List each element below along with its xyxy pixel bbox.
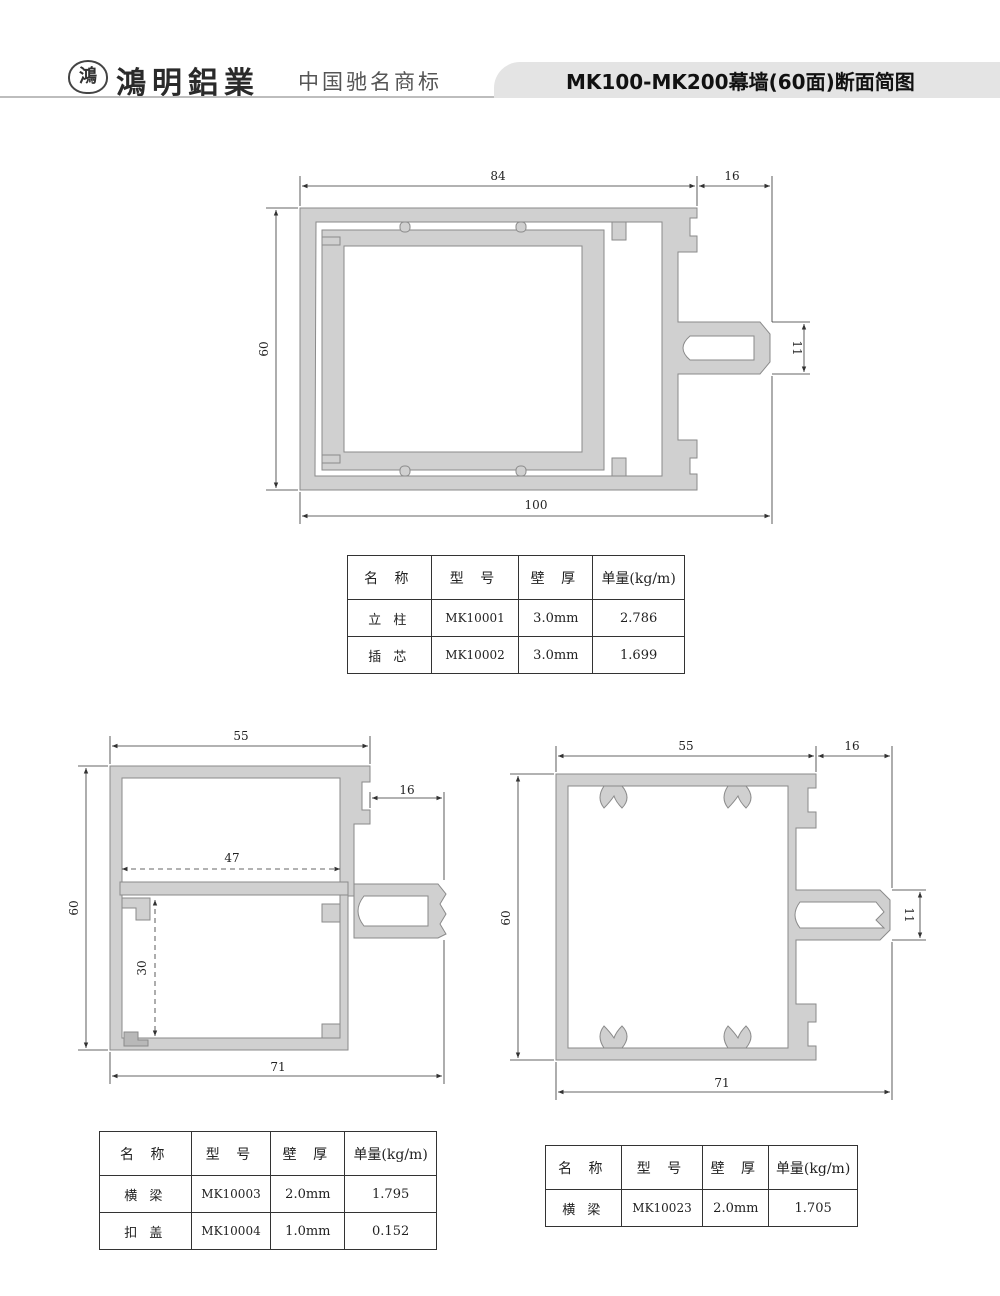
- dim-60: 60: [257, 341, 271, 356]
- header-thickness: 壁 厚: [702, 1145, 770, 1190]
- dim-55: 55: [233, 729, 248, 743]
- cell-thickness: 3.0mm: [518, 636, 594, 674]
- header-name: 名 称: [99, 1131, 192, 1176]
- dim-16: 16: [399, 783, 414, 797]
- header-weight: 单量(kg/m): [592, 555, 685, 600]
- header-name: 名 称: [347, 555, 432, 600]
- dimensions-profile-2: [78, 736, 445, 1084]
- dim-30: 30: [135, 960, 149, 975]
- cell-model: MK10023: [620, 1189, 704, 1227]
- dim-60: 60: [67, 900, 81, 915]
- dim-47: 47: [224, 851, 239, 865]
- cell-weight: 1.705: [768, 1189, 858, 1227]
- cell-thickness: 2.0mm: [270, 1175, 346, 1213]
- cell-name: 横 梁: [99, 1175, 192, 1213]
- cell-thickness: 2.0mm: [702, 1189, 770, 1227]
- table-row: 横 梁 MK10023 2.0mm 1.705: [545, 1189, 858, 1227]
- dimensions-profile-1: [266, 176, 810, 524]
- cell-thickness: 1.0mm: [270, 1212, 346, 1250]
- cell-name: 横 梁: [545, 1189, 622, 1227]
- dim-16: 16: [724, 169, 739, 183]
- cell-model: MK10002: [430, 636, 520, 674]
- spec-table-3: 名 称 型 号 壁 厚 单量(kg/m) 横 梁 MK10023 2.0mm 1…: [545, 1145, 858, 1227]
- cell-model: MK10003: [190, 1175, 272, 1213]
- dim-11: 11: [790, 340, 804, 355]
- cell-name: 插 芯: [347, 636, 432, 674]
- company-logo-icon: 鴻: [68, 60, 108, 94]
- title-tab: [494, 62, 1000, 98]
- dimensions-profile-3: [510, 746, 926, 1100]
- dim-11: 11: [902, 907, 916, 922]
- dim-71: 71: [714, 1076, 729, 1090]
- table-row: 扣 盖 MK10004 1.0mm 0.152: [99, 1212, 437, 1250]
- cell-weight: 0.152: [344, 1212, 437, 1250]
- cell-name: 扣 盖: [99, 1212, 192, 1250]
- dim-84: 84: [490, 169, 506, 183]
- dim-71: 71: [270, 1060, 285, 1074]
- table-row: 立 柱 MK10001 3.0mm 2.786: [347, 599, 685, 637]
- page-header: 鴻 鴻明鋁業 中国驰名商标 MK100-MK200幕墙(60面)断面简图: [0, 0, 1000, 101]
- header-thickness: 壁 厚: [518, 555, 594, 600]
- cell-thickness: 3.0mm: [518, 599, 594, 637]
- cell-name: 立 柱: [347, 599, 432, 637]
- header-name: 名 称: [545, 1145, 622, 1190]
- table-row: 横 梁 MK10003 2.0mm 1.795: [99, 1175, 437, 1213]
- table-header-row: 名 称 型 号 壁 厚 单量(kg/m): [99, 1131, 437, 1176]
- header-model: 型 号: [190, 1131, 272, 1176]
- dim-16: 16: [844, 739, 859, 753]
- profile-transom-mk10023: [555, 773, 891, 1061]
- company-slogan: 中国驰名商标: [298, 70, 442, 94]
- table-header-row: 名 称 型 号 壁 厚 单量(kg/m): [545, 1145, 858, 1190]
- header-weight: 单量(kg/m): [768, 1145, 858, 1190]
- spec-table-1: 名 称 型 号 壁 厚 单量(kg/m) 立 柱 MK10001 3.0mm 2…: [347, 555, 685, 674]
- header-model: 型 号: [430, 555, 520, 600]
- cell-weight: 2.786: [592, 599, 685, 637]
- company-name: 鴻明鋁業: [116, 66, 260, 101]
- header-thickness: 壁 厚: [270, 1131, 346, 1176]
- table-header-row: 名 称 型 号 壁 厚 单量(kg/m): [347, 555, 685, 600]
- profile-mullion-mk10001: [299, 207, 771, 491]
- header-model: 型 号: [620, 1145, 704, 1190]
- table-row: 插 芯 MK10002 3.0mm 1.699: [347, 636, 685, 674]
- cell-weight: 1.699: [592, 636, 685, 674]
- cell-model: MK10004: [190, 1212, 272, 1250]
- header-weight: 单量(kg/m): [344, 1131, 437, 1176]
- dim-60: 60: [499, 910, 513, 925]
- cell-model: MK10001: [430, 599, 520, 637]
- dim-100: 100: [525, 498, 548, 512]
- cell-weight: 1.795: [344, 1175, 437, 1213]
- spec-table-2: 名 称 型 号 壁 厚 单量(kg/m) 横 梁 MK10003 2.0mm 1…: [99, 1131, 437, 1250]
- profile-transom-mk10003: [109, 765, 447, 1051]
- dim-55: 55: [678, 739, 693, 753]
- page-title: MK100-MK200幕墙(60面)断面简图: [566, 70, 915, 94]
